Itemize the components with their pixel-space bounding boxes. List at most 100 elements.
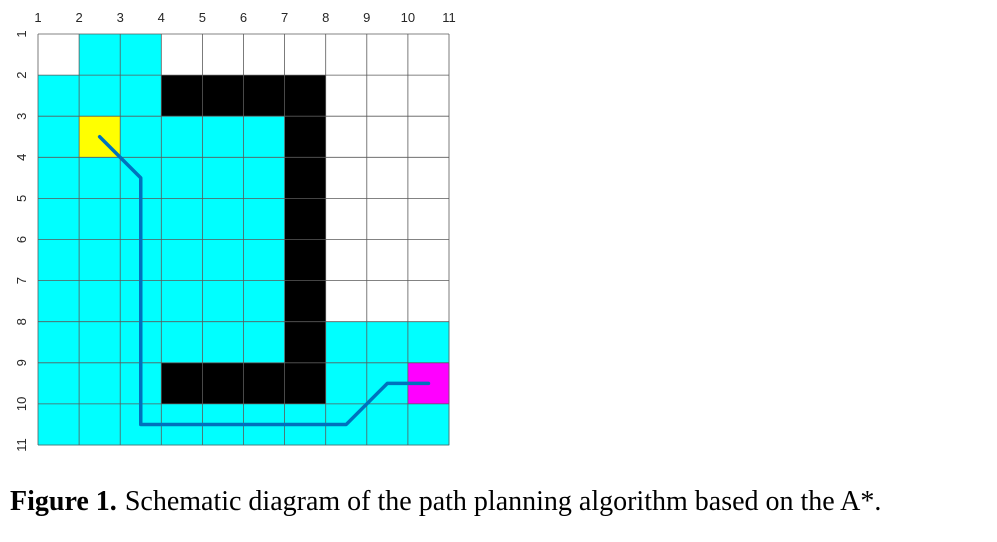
searched-cell — [79, 239, 121, 282]
obstacle-cell — [284, 239, 327, 282]
x-tick-label: 10 — [401, 10, 415, 25]
searched-cell — [243, 239, 286, 282]
obstacle-cell — [202, 75, 244, 117]
figure-caption: Figure 1.Schematic diagram of the path p… — [10, 484, 881, 520]
free-cell — [366, 280, 409, 323]
free-cell — [38, 34, 80, 76]
free-cell — [243, 34, 286, 76]
searched-cell — [407, 321, 450, 364]
free-cell — [366, 157, 409, 199]
free-cell — [407, 280, 450, 323]
y-tick-label: 3 — [14, 113, 29, 120]
grid-lines — [37, 33, 450, 446]
y-tick-label: 7 — [14, 277, 29, 284]
x-tick-label: 2 — [75, 10, 82, 25]
x-tick-label: 7 — [281, 10, 288, 25]
free-cell — [407, 239, 450, 282]
y-tick-label: 1 — [14, 30, 29, 37]
searched-cell — [325, 321, 368, 364]
searched-cell — [202, 280, 244, 323]
free-cell — [202, 34, 244, 76]
y-tick-label: 10 — [14, 397, 29, 411]
obstacle-cell — [284, 280, 327, 323]
y-tick-label: 4 — [14, 154, 29, 161]
x-tick-label: 5 — [199, 10, 206, 25]
obstacle-cell — [284, 198, 327, 240]
free-cell — [325, 75, 368, 117]
searched-cell — [366, 321, 409, 364]
y-tick-label: 11 — [14, 438, 29, 452]
searched-cell — [161, 239, 203, 282]
searched-cell — [202, 198, 244, 240]
searched-cell — [161, 280, 203, 323]
searched-cell — [202, 321, 244, 364]
obstacle-cell — [161, 75, 203, 117]
searched-cell — [243, 157, 286, 199]
y-tick-label: 5 — [14, 195, 29, 202]
free-cell — [325, 280, 368, 323]
x-tick-label: 11 — [442, 10, 456, 25]
searched-cell — [79, 34, 121, 76]
searched-cell — [120, 34, 162, 76]
x-tick-label: 4 — [158, 10, 165, 25]
searched-cell — [38, 239, 80, 282]
searched-cell — [79, 198, 121, 240]
obstacle-cell — [202, 362, 244, 405]
free-cell — [366, 116, 409, 158]
free-cell — [161, 34, 203, 76]
x-tick-label: 9 — [363, 10, 370, 25]
x-tick-label: 3 — [117, 10, 124, 25]
free-cell — [325, 157, 368, 199]
free-cell — [366, 239, 409, 282]
free-cell — [407, 34, 450, 76]
searched-cell — [243, 321, 286, 364]
x-tick-label: 6 — [240, 10, 247, 25]
searched-cell — [366, 403, 409, 446]
searched-cell — [243, 116, 286, 158]
obstacle-cell — [161, 362, 203, 405]
caption-label: Figure 1. — [10, 486, 117, 517]
free-cell — [366, 198, 409, 240]
searched-cell — [38, 116, 80, 158]
searched-cell — [38, 280, 80, 323]
obstacle-cell — [284, 321, 327, 364]
free-cell — [407, 116, 450, 158]
free-cell — [325, 34, 368, 76]
searched-cell — [161, 321, 203, 364]
searched-cell — [79, 280, 121, 323]
y-tick-label: 6 — [14, 236, 29, 243]
free-cell — [407, 157, 450, 199]
searched-cell — [202, 157, 244, 199]
searched-cell — [79, 75, 121, 117]
searched-cell — [38, 75, 80, 117]
obstacle-cell — [284, 75, 327, 117]
searched-cell — [38, 321, 80, 364]
free-cell — [325, 198, 368, 240]
searched-cell — [79, 157, 121, 199]
grid-cells — [38, 34, 450, 446]
searched-cell — [120, 75, 162, 117]
x-tick-label: 8 — [322, 10, 329, 25]
searched-cell — [161, 198, 203, 240]
searched-cell — [38, 403, 80, 446]
searched-cell — [202, 116, 244, 158]
free-cell — [325, 239, 368, 282]
free-cell — [284, 34, 327, 76]
y-tick-label: 8 — [14, 318, 29, 325]
searched-cell — [407, 403, 450, 446]
y-tick-label: 2 — [14, 71, 29, 78]
planned-path-line — [97, 135, 431, 427]
free-cell — [366, 75, 409, 117]
searched-cell — [325, 362, 368, 405]
path-layer — [97, 135, 431, 427]
searched-cell — [243, 280, 286, 323]
obstacle-cell — [284, 157, 327, 199]
searched-cell — [79, 403, 121, 446]
searched-cell — [243, 198, 286, 240]
obstacle-cell — [284, 116, 327, 158]
searched-cell — [38, 198, 80, 240]
searched-cell — [120, 116, 162, 158]
searched-cell — [79, 362, 121, 405]
